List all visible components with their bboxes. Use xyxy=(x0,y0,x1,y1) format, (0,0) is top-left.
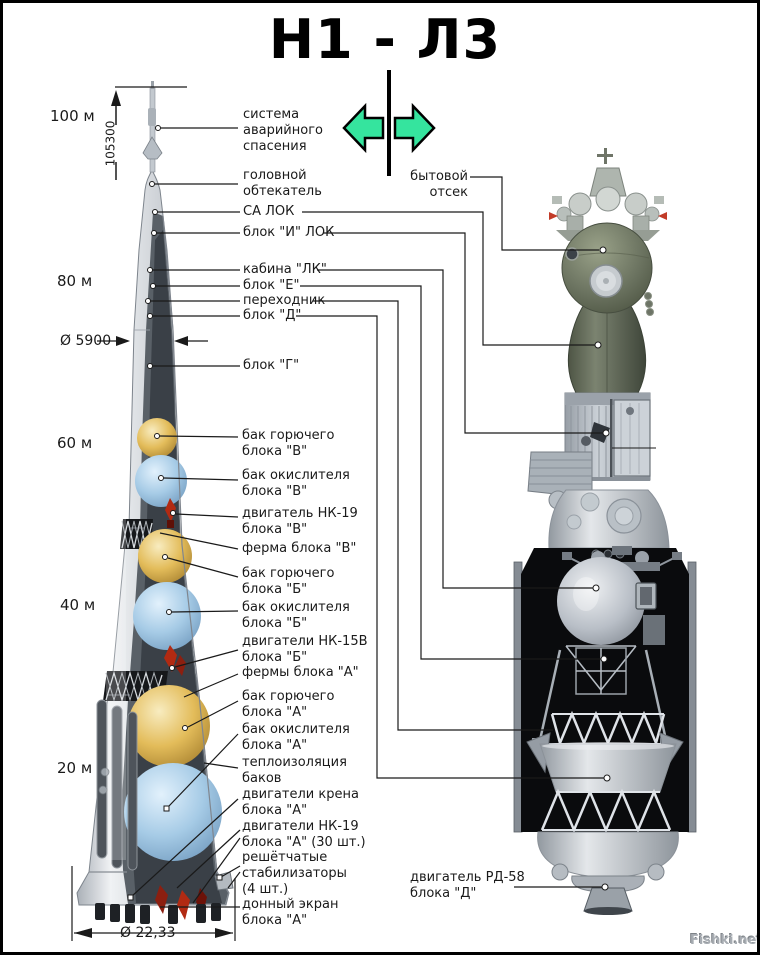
label-adapter: переходник xyxy=(243,293,326,308)
scale-20m: 20 м xyxy=(57,759,93,777)
page-title: Н1 - Л3 xyxy=(268,8,502,71)
label-tank-insulation: теплоизоляция баков xyxy=(242,755,347,786)
lk-lander xyxy=(532,546,682,744)
leader-markers xyxy=(127,125,611,901)
label-block-i-lok: блок "И" ЛОК xyxy=(243,225,335,240)
label-truss-v: ферма блока "В" xyxy=(242,541,357,556)
label-engines-nk19-a: двигатели НК-19 блока "А" (30 шт.) xyxy=(242,819,366,850)
label-grid-stabilizers: решётчатые стабилизаторы (4 шт.) xyxy=(242,850,347,897)
label-oxidizer-tank-a: бак окислителя блока "А" xyxy=(242,722,350,753)
label-escape-system: система аварийного спасения xyxy=(243,107,323,154)
label-engines-nk15v-b: двигатели НК-15В блока "Б" xyxy=(242,634,368,665)
l3-stack-illustration xyxy=(513,148,697,915)
label-fuel-tank-v: бак горючего блока "В" xyxy=(242,428,335,459)
dim-diameter-top: Ø 5900 xyxy=(60,333,112,349)
leader-lines xyxy=(130,127,604,908)
label-roll-engines-a: двигатели крена блока "А" xyxy=(242,787,359,818)
label-block-g: блок "Г" xyxy=(243,358,300,373)
label-fuel-tank-b: бак горючего блока "Б" xyxy=(242,566,335,597)
dimension-lines xyxy=(71,86,236,941)
label-living-compartment: бытовой отсек xyxy=(410,169,468,200)
label-oxidizer-tank-b: бак окислителя блока "Б" xyxy=(242,600,350,631)
scale-80m: 80 м xyxy=(57,272,93,290)
scale-40m: 40 м xyxy=(60,596,96,614)
label-fuel-tank-a: бак горючего блока "А" xyxy=(242,689,335,720)
label-rd58-engine: двигатель РД-58 блока "Д" xyxy=(410,870,525,901)
n1-rocket-illustration xyxy=(76,81,234,924)
label-block-e: блок "Е" xyxy=(243,278,300,293)
label-fairing: головной обтекатель xyxy=(243,168,322,199)
scale-100m: 100 м xyxy=(50,107,95,125)
dim-diameter-bottom: Ø 22,33 xyxy=(120,925,176,941)
watermark: Fishki.net xyxy=(690,933,760,948)
label-lk-cabin: кабина "ЛК" xyxy=(243,262,327,277)
split-arrows-icon xyxy=(342,70,436,176)
label-bottom-shield-a: донный экран блока "А" xyxy=(242,897,339,928)
label-trusses-a: фермы блока "А" xyxy=(242,665,359,680)
scale-60m: 60 м xyxy=(57,434,93,452)
label-oxidizer-tank-v: бак окислителя блока "В" xyxy=(242,468,350,499)
dim-total-height: 105300 xyxy=(103,120,118,167)
label-engine-nk19-v: двигатель НК-19 блока "В" xyxy=(242,506,358,537)
label-sa-lok: СА ЛОК xyxy=(243,204,295,219)
label-block-d: блок "Д" xyxy=(243,308,302,323)
